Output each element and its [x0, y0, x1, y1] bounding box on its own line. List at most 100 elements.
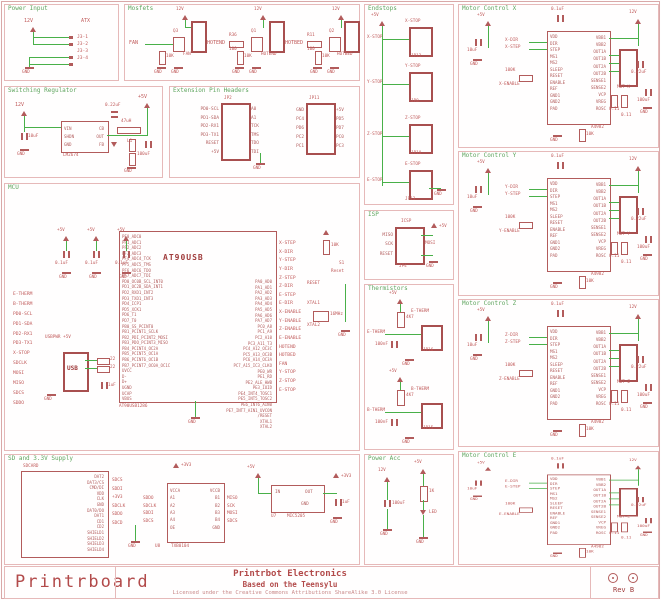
reg-pin-gnd: GND [301, 502, 309, 507]
net-label: PD2-RX1 [13, 331, 33, 337]
pin-label: DAT3/CS [87, 479, 104, 485]
pin-label: REF [550, 515, 558, 520]
pin-label: ROSC [595, 106, 606, 112]
section-title: Motor Control Z [462, 300, 517, 307]
capacitor [645, 236, 652, 243]
connector-pad [69, 36, 73, 39]
net-label-5v: +5V [439, 224, 447, 229]
connector-fan [191, 21, 207, 53]
connector-ref: JP13 [405, 197, 416, 202]
net-label: MISO [227, 496, 238, 501]
pin-label: PA6_AD6 [255, 312, 272, 318]
net-label: E-STOP [279, 387, 296, 393]
capacitor [63, 251, 70, 258]
wire [609, 492, 619, 494]
power-arrow-5v [485, 21, 491, 26]
connector-label: B-THERM [411, 387, 430, 392]
connector-motor [619, 344, 638, 382]
pin-label: +5V [336, 108, 344, 113]
pin-label: OUT2B [593, 504, 606, 509]
switch-ref: S1 [339, 261, 345, 266]
resistor-rosc [579, 548, 586, 558]
wire [609, 358, 619, 359]
net-label-5v: +5V [389, 369, 397, 374]
capacitor [637, 356, 644, 363]
connector-label: MOT-E [617, 515, 630, 519]
mcu-chip [119, 231, 277, 403]
gnd-label: GND [44, 397, 52, 402]
wire [609, 63, 619, 64]
resistor-usb [97, 358, 110, 365]
resistor-value: 22 [110, 357, 116, 362]
resistor [307, 41, 322, 48]
pin-label: PB6_PCINT6_OC1B [122, 357, 159, 363]
capacitor-value: 100uF [637, 393, 650, 398]
net-label-12v: 12V [629, 458, 637, 463]
capacitor [557, 15, 564, 22]
pin-label: DIR [550, 335, 558, 341]
pin-label: DIR [550, 40, 558, 46]
wire [529, 482, 547, 484]
connector-label: MOT-X [617, 85, 630, 90]
pin-label: PAD [550, 530, 558, 535]
section-mosfets: Mosfets FAN 10K Q3 12V FAN GND GND HOTEN… [124, 4, 360, 81]
pin-label: RESET [550, 368, 563, 373]
connector-label: MOT-Y [617, 232, 630, 237]
connector-btherm [421, 403, 443, 429]
wire [400, 304, 401, 312]
wire [423, 474, 424, 486]
capacitor-value: 100uF [637, 245, 650, 250]
capacitor [475, 186, 482, 193]
capacitor-value: 0.22uF [105, 103, 121, 108]
gnd-symbol [553, 282, 562, 284]
gnd-label: GND [640, 110, 648, 115]
resistor-value: 10K [166, 54, 174, 59]
resistor [229, 41, 244, 48]
inductor [117, 127, 141, 134]
gnd-symbol [174, 67, 183, 69]
resistor-value: 10K [586, 427, 594, 432]
connector-title: X-STOP [405, 19, 421, 24]
net-label: HOTBED [285, 40, 304, 46]
pin-label: UVCC [122, 368, 132, 374]
pin-label: OUT1A [593, 196, 606, 202]
resistor [420, 486, 428, 502]
gnd-symbol [419, 537, 428, 539]
wire [96, 241, 97, 251]
gnd-label: GND [89, 275, 97, 280]
pin-label: OE [170, 524, 176, 530]
pin-label: D+ [122, 379, 127, 385]
section-motor-x: Motor Control X 0.1uF +5V 10uF GND X-DIR… [458, 4, 659, 148]
pin-label: OUT1B [593, 351, 606, 357]
power-arrow-3v3 [173, 463, 179, 468]
section-endstops: Endstops +5V X-STOP X-STOP JP12 Y-STOP Y… [364, 4, 454, 205]
pin-label: GND [64, 141, 72, 147]
wire [529, 344, 547, 345]
wire [24, 116, 25, 132]
header-label: ICSP [401, 219, 412, 224]
gnd-symbol [122, 272, 131, 274]
pin-label: PF5_ADC5_TMS [122, 261, 151, 267]
pin-label: SLEEP [550, 213, 563, 219]
pin-label: GND2 [550, 246, 561, 251]
wire [429, 188, 441, 189]
reg-pin-in: IN [275, 490, 281, 495]
capacitor [391, 341, 398, 348]
wire [387, 482, 388, 500]
connector-ref: JP10 [411, 151, 422, 156]
resistor-value: 0.11 [621, 113, 632, 118]
wire [385, 412, 421, 413]
pin-label: ENABLE [550, 226, 566, 232]
pin-label: DAT1 [94, 513, 104, 519]
pin-label: GND [296, 108, 304, 113]
pin-label: SHDN [64, 133, 75, 139]
section-title: Power Input [8, 5, 48, 12]
section-title: Thermistors [368, 285, 408, 292]
pin-label: PD7_T0 [122, 317, 137, 323]
gnd-label: GND [249, 70, 257, 75]
